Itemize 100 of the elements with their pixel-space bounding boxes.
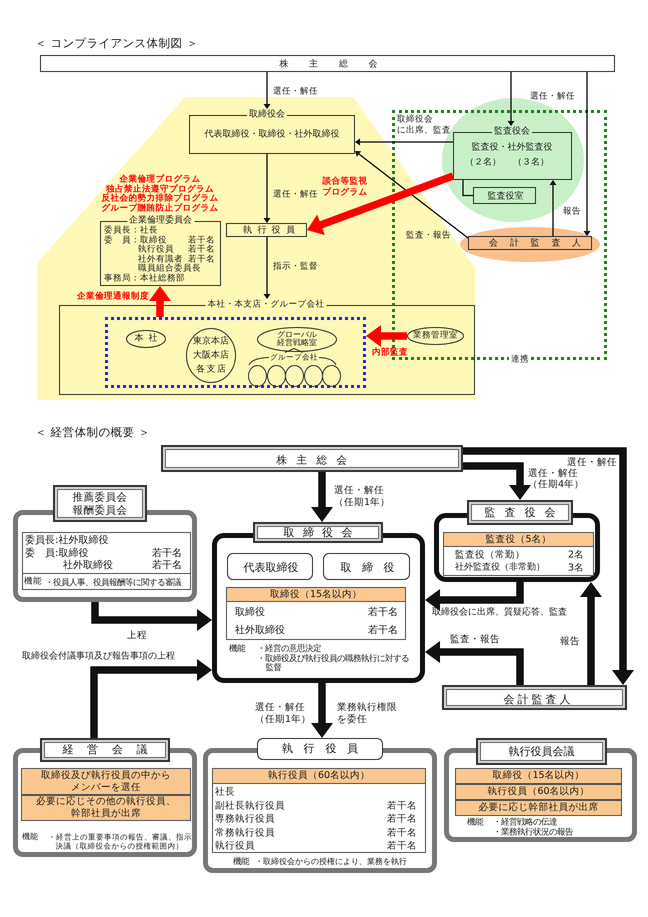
arrow [263, 237, 271, 299]
node-label: 東京本店 [193, 336, 229, 348]
note-cell: 必要に応じその他の執行役員、幹部社員が出席 [21, 795, 191, 821]
node-label: 機能 [22, 832, 38, 842]
dotted-frame [105, 317, 366, 388]
edge-label: 取締役会に出席、質疑応答、監査 [432, 607, 567, 619]
title-plate: 執行役員 [257, 738, 383, 760]
edge-label: 選任・解任 [273, 190, 318, 200]
title-plate: 監査役会 [467, 500, 573, 525]
node-label: 会計監査人 [504, 692, 570, 706]
node-label: ・取締役及び執行役員の職務執行に対する監督 [257, 654, 409, 674]
node-label: 会計監査人 [489, 238, 581, 250]
node-label: 取締役 [235, 606, 265, 618]
title-plate: 取締役会 [253, 522, 383, 543]
node-label: 若干名 [188, 245, 215, 254]
node-label: 若干名 [387, 800, 417, 812]
label-box [473, 187, 536, 204]
node-label: 執行役員 [243, 225, 295, 237]
node-label: グローバル経営戦略室 [277, 330, 317, 348]
title-plate: 経営会議 [40, 738, 170, 762]
node-label: 代表取締役 [244, 560, 298, 574]
arrow [355, 138, 453, 146]
node-label: 執行役員 [215, 840, 255, 852]
node-label: ・取締役会からの授権により、業務を執行 [255, 857, 407, 867]
title-plate: 執行役員会議 [476, 738, 607, 765]
node-label: 機能 [233, 857, 249, 867]
node-label: ・役員人事、役員報酬等に関する審議 [45, 576, 181, 587]
node-label: 社外監査役（非常勤） [455, 562, 545, 573]
note-cell: 必要に応じ幹部社員が出席 [455, 800, 622, 816]
node-label: 専務執行役員 [215, 813, 275, 825]
arrow [311, 472, 333, 522]
node-label: 若干名 [368, 606, 398, 618]
node-label: 本社 [134, 333, 158, 345]
arrow [149, 286, 171, 317]
node-label: 監査役室 [488, 190, 524, 202]
note-text: 反社会的勢力排除プログラム [102, 194, 218, 204]
node-label: 委員長:社外取締役 [25, 535, 108, 547]
section-heading: ＜ 経営体制の概要 ＞ [35, 424, 150, 440]
node-label: 若干名 [368, 624, 398, 636]
node-label: （２名） [465, 157, 501, 169]
node-title: 本社・本支店・グループ会社 [206, 300, 326, 310]
node-label: ・経営戦略の伝達 [493, 817, 557, 827]
title-text: 報酬委員会 [72, 504, 128, 518]
label-box [226, 223, 307, 237]
arrow [549, 180, 557, 236]
connector-line [462, 180, 473, 196]
label-box [442, 685, 627, 710]
arrow [583, 72, 591, 236]
note-cell: 取締役（15名以内） [455, 768, 622, 784]
node-label: 大阪本店 [193, 350, 229, 362]
header-cell: 監査役（5名） [443, 532, 594, 547]
label-box [323, 553, 410, 580]
node-label: 若干名 [387, 813, 417, 825]
node-title: 監査役会 [492, 126, 532, 138]
arrow [263, 72, 271, 109]
edge-label: 上程 [127, 630, 147, 642]
node-label: 委員長：社長 [104, 226, 158, 236]
edge-label: 取締役会付議事項及び報告事項の上程 [22, 651, 175, 663]
edge-label: 報告 [560, 636, 580, 648]
edge-label: 選任・解任 [273, 86, 318, 98]
node-label: ・業務執行状況の報告 [493, 826, 573, 836]
node-label: 代表取締役・取締役・社外取締役 [204, 129, 340, 141]
node-label: 機能 [24, 576, 42, 587]
arrow [507, 72, 515, 126]
node-label: 若干名 [387, 826, 417, 838]
arrow [355, 151, 468, 239]
node-label: 社外取締役 [63, 560, 113, 572]
arrow [463, 447, 634, 685]
label-box [40, 55, 615, 72]
header-cell: 取締役（15名以内） [226, 587, 406, 602]
edge-label: 選任・解任（任期4年） [528, 468, 584, 492]
arrow [90, 659, 212, 738]
node-label: 副社長執行役員 [215, 800, 285, 812]
node-label: 若干名 [152, 548, 182, 560]
node-label: 取締役 [340, 560, 394, 574]
node-label: 執行役員 [138, 245, 174, 254]
header-cell: 執行役員（60名以内） [212, 768, 426, 784]
arrow [311, 683, 333, 738]
title-text: 推薦委員会 [72, 491, 128, 504]
arrow [425, 582, 524, 611]
edge-label: 選任・解任（任期1年） [334, 485, 390, 509]
node-label: 監査役（常勤） [455, 549, 525, 561]
frame-label: 連携 [509, 354, 531, 366]
note-text: 企業倫理プログラム [120, 175, 200, 184]
edge-label: 取締役会に出席、監査 [397, 114, 451, 136]
node-title: 企業倫理委員会 [127, 215, 194, 227]
arrow [263, 154, 271, 223]
node-label: 社長 [215, 786, 235, 798]
node-label: 職員組合委員長 [138, 264, 201, 274]
note-cell: 執行役員（60名以内） [455, 784, 622, 800]
node-label: 委 員：取締役 [104, 236, 167, 245]
arrow [366, 325, 407, 347]
node-title: 取締役会 [247, 109, 287, 121]
edge-label: 選任・解任 [567, 457, 617, 468]
arrow [463, 462, 531, 500]
arrow [91, 602, 212, 631]
label-box [161, 445, 463, 472]
node-label: 若干名 [152, 560, 182, 572]
node-label: （３名） [513, 157, 549, 169]
node-label: 社外取締役 [235, 624, 285, 636]
